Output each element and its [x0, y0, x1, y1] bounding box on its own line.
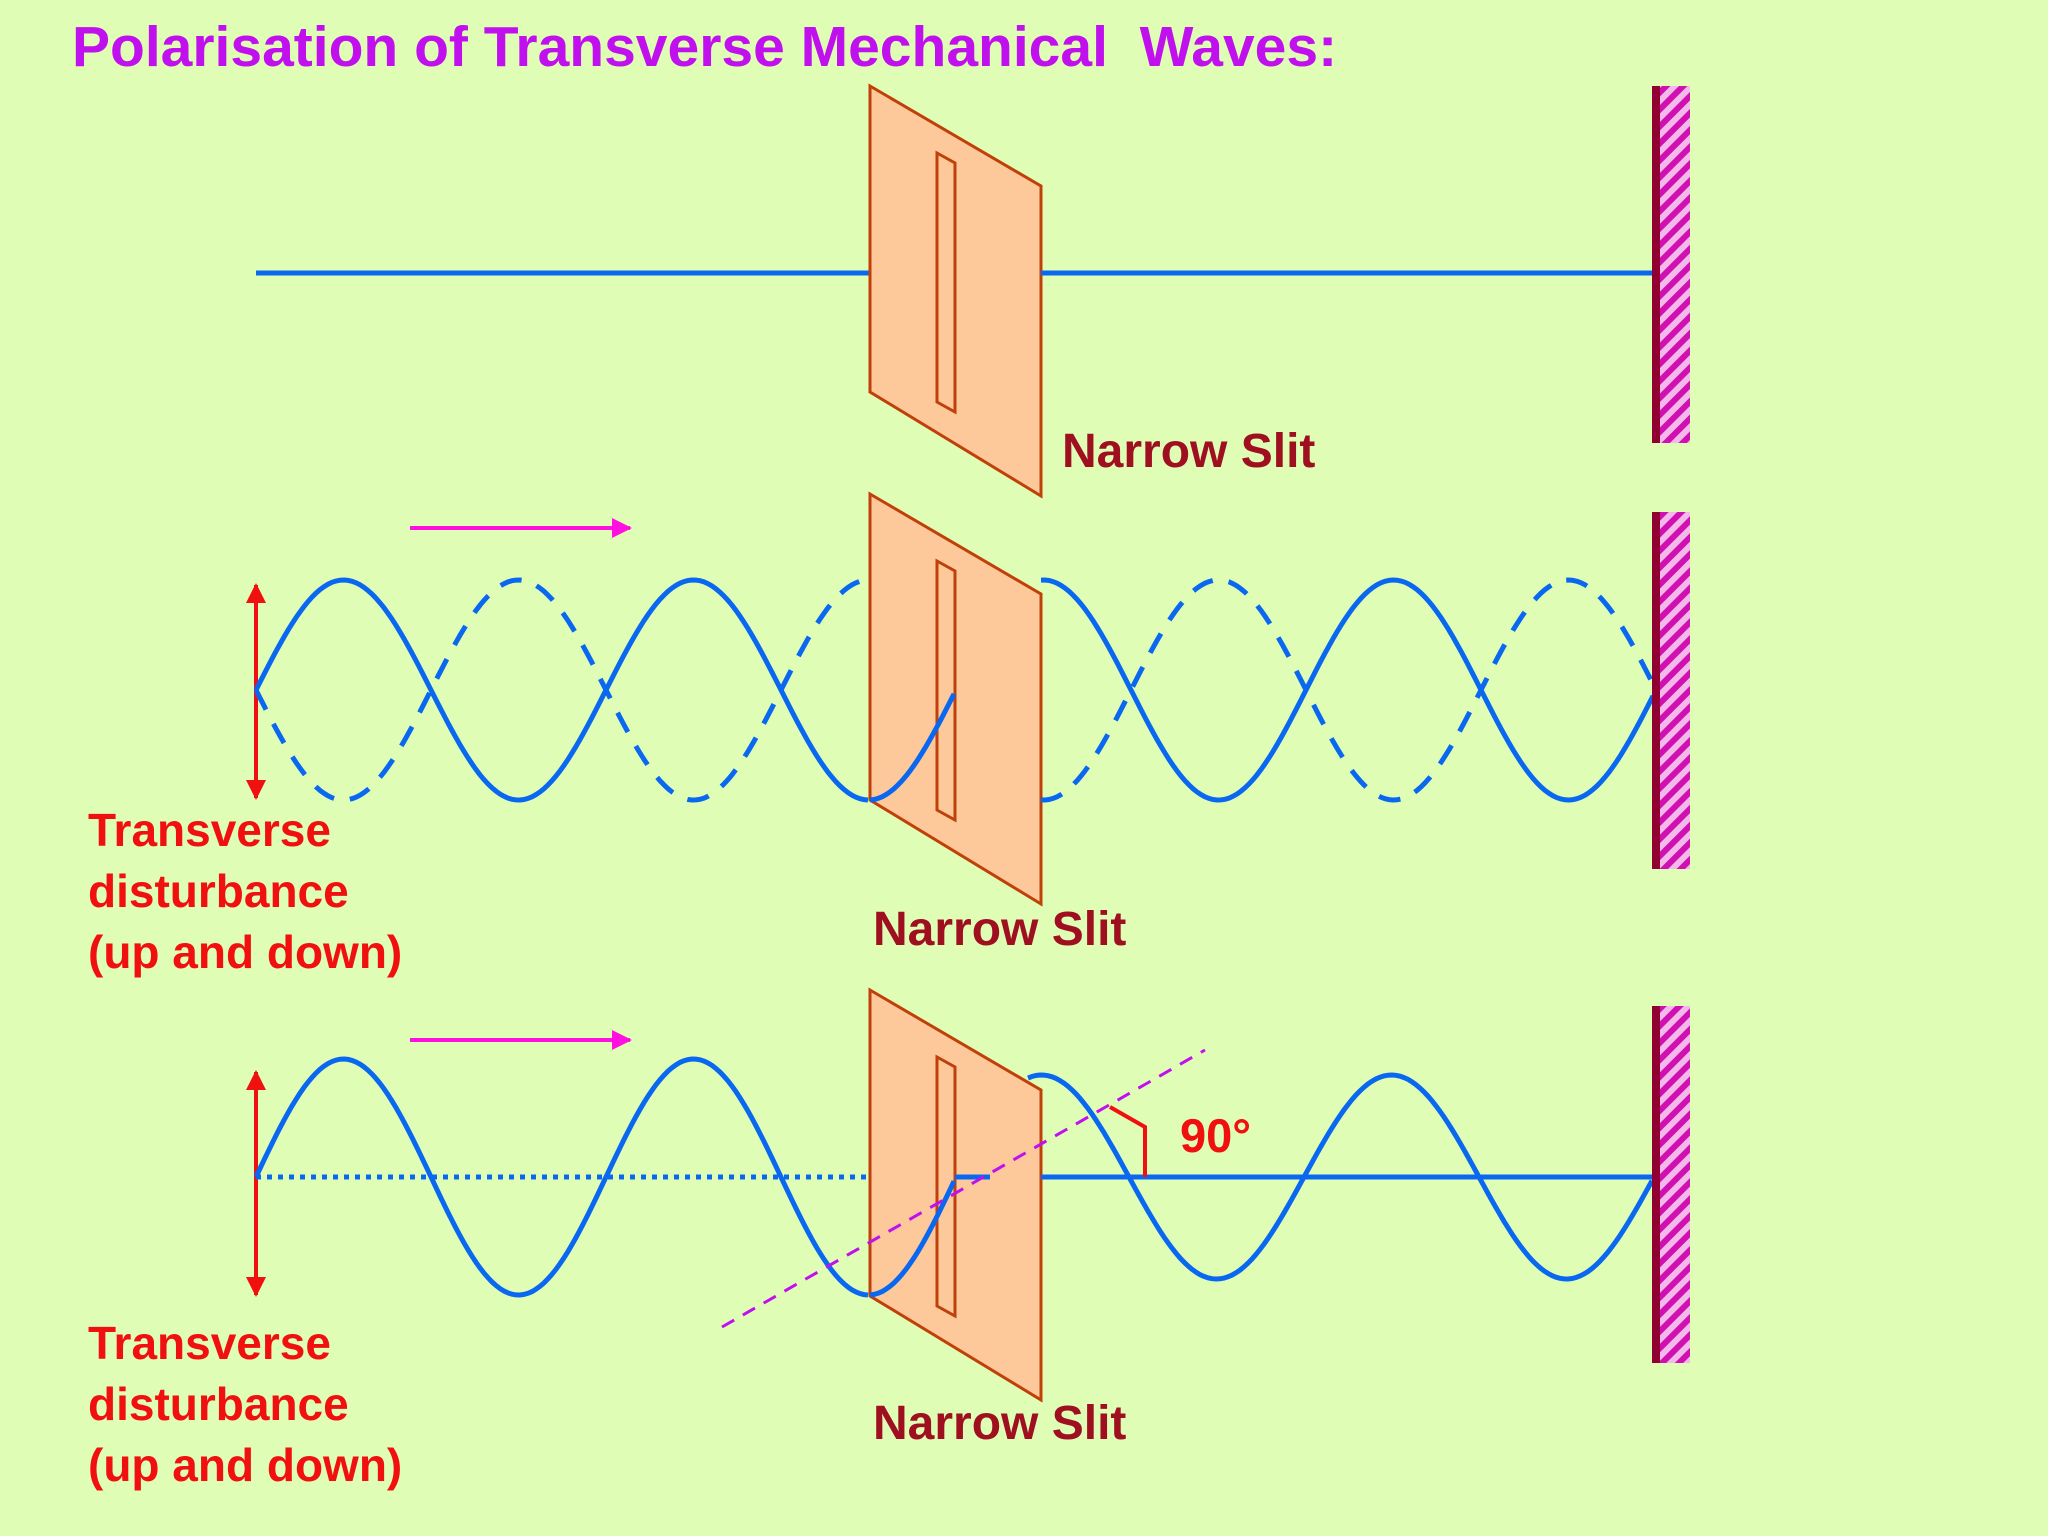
- fixed-wall: [1652, 1006, 1690, 1363]
- wave-vertical-transmitted: [1040, 577, 1656, 803]
- wave-horizontal-plane: [1027, 1072, 1655, 1282]
- disturbance-label-line: (up and down): [88, 1439, 403, 1491]
- panel-2: [246, 491, 1690, 907]
- wave-horizontal-incident: [253, 577, 935, 803]
- right-angle-marker: [1109, 1105, 1147, 1177]
- disturbance-label-line: disturbance: [88, 865, 349, 917]
- slit-label: Narrow Slit: [873, 903, 1127, 956]
- wave-incident: [253, 1056, 869, 1298]
- slit-label: Narrow Slit: [1062, 425, 1316, 478]
- slit-screen: [868, 987, 1043, 1403]
- disturbance-label-line: (up and down): [88, 926, 403, 978]
- wave-vertical-incident: [253, 577, 869, 803]
- plane-diagonal: [721, 1048, 1206, 1329]
- disturbance-label: Transverse disturbance (up and down): [88, 800, 402, 983]
- slit-label: Narrow Slit: [873, 1397, 1127, 1450]
- fixed-wall: [1652, 86, 1690, 443]
- page-title: Polarisation of Transverse Mechanical Wa…: [72, 15, 1338, 79]
- disturbance-label: Transverse disturbance (up and down): [88, 1313, 402, 1496]
- wave-horizontal-transmitted: [1040, 577, 1656, 803]
- wave-in-slit: [869, 692, 957, 803]
- disturbance-label-line: Transverse: [88, 804, 331, 856]
- angle-label: 90°: [1180, 1109, 1252, 1162]
- disturbance-label-line: disturbance: [88, 1378, 349, 1430]
- slit-screen: [868, 491, 1043, 907]
- fixed-wall: [1652, 512, 1690, 869]
- wave-in-slit: [869, 1180, 957, 1298]
- disturbance-label-line: Transverse: [88, 1317, 331, 1369]
- slit-screen: [868, 83, 1043, 499]
- panel-1: [256, 83, 1690, 499]
- panel-3: [246, 987, 1690, 1403]
